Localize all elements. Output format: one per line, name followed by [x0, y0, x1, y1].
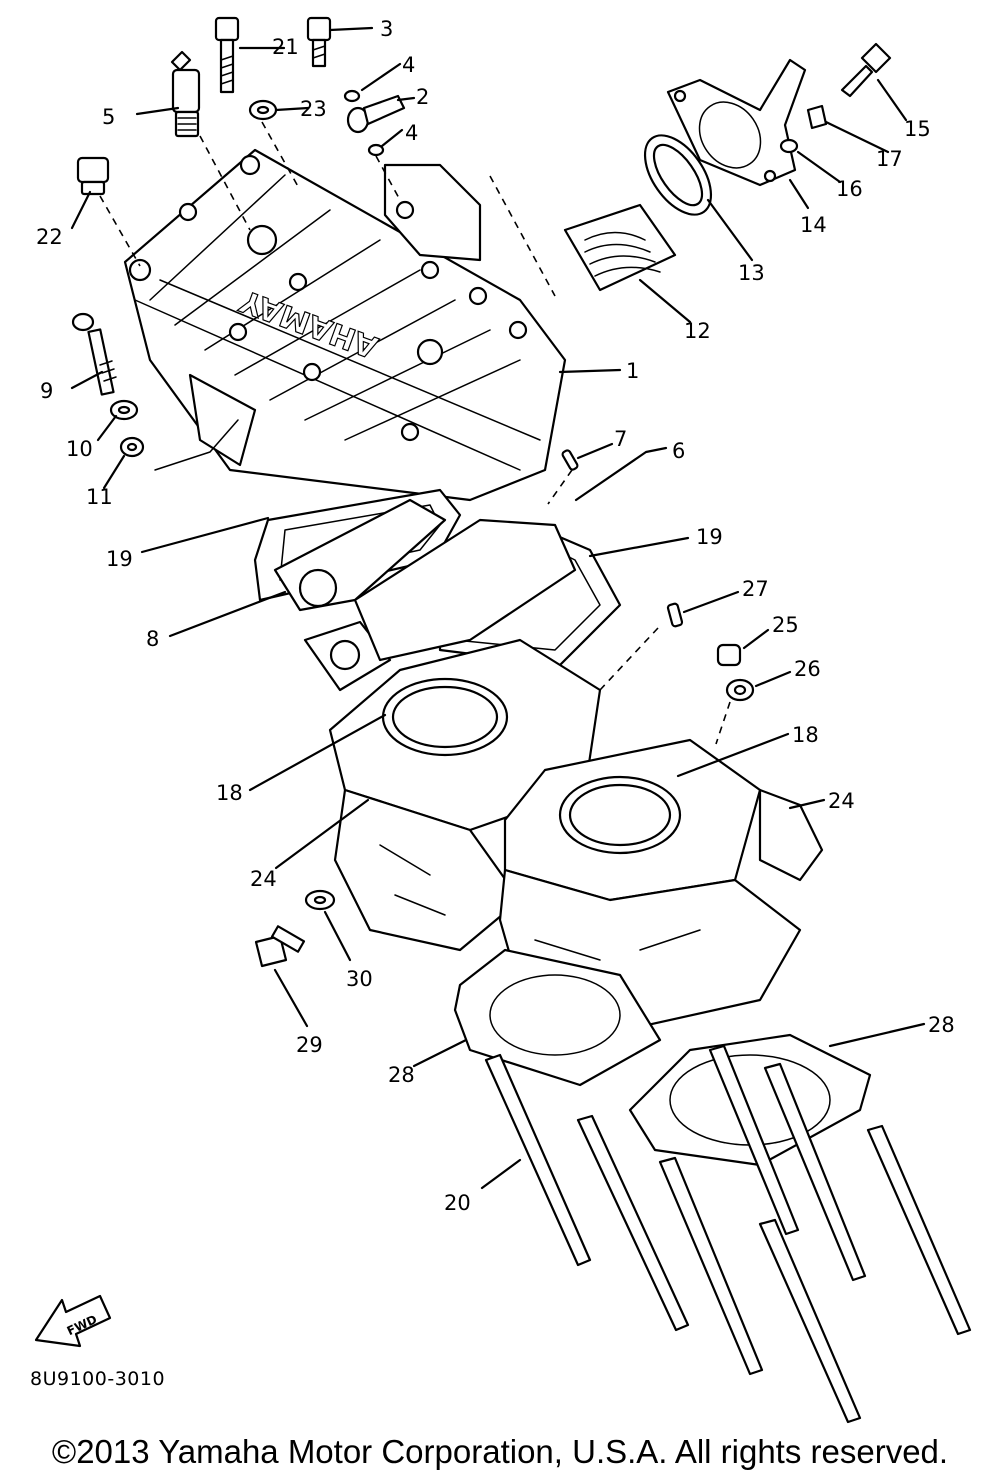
- dowel-pin-7: [561, 449, 579, 471]
- bolt-15: [840, 42, 892, 98]
- callout-24-front: 24: [828, 789, 855, 813]
- bolt-21: [214, 16, 240, 94]
- thermostat-cover-14: [666, 58, 807, 187]
- bolt-3: [306, 16, 332, 68]
- callout-27: 27: [742, 577, 769, 601]
- callout-17: 17: [876, 147, 903, 171]
- callout-21: 21: [272, 35, 299, 59]
- callout-6: 6: [672, 439, 685, 463]
- bolt-9: [71, 312, 117, 396]
- callout-19-left: 19: [106, 547, 133, 571]
- bolt-29: [254, 925, 306, 968]
- exhaust-gasket: [303, 620, 392, 692]
- nut-11: [119, 436, 145, 458]
- copyright-notice: ©2013 Yamaha Motor Corporation, U.S.A. A…: [51, 1433, 949, 1470]
- callout-11: 11: [86, 485, 113, 509]
- washer-10: [109, 399, 139, 421]
- callout-16: 16: [836, 177, 863, 201]
- cylinder-head: YAMAHA: [123, 148, 567, 502]
- callout-29: 29: [296, 1033, 323, 1057]
- callout-9: 9: [40, 379, 53, 403]
- callout-28-left: 28: [388, 1063, 415, 1087]
- callout-30: 30: [346, 967, 373, 991]
- callout-12: 12: [684, 319, 711, 343]
- callout-23: 23: [300, 97, 327, 121]
- callout-14: 14: [800, 213, 827, 237]
- callout-4: 4: [402, 53, 415, 77]
- exhaust-plate: [353, 518, 577, 662]
- callout-labels: 1 2 3 4 4 5 6 7 8 9 10 11 12 13 14 15 16…: [36, 17, 955, 1215]
- gasket-13: [643, 134, 713, 216]
- leader-lines: [70, 26, 926, 1190]
- callout-28-right: 28: [928, 1013, 955, 1037]
- dowel-pin-27: [666, 602, 684, 628]
- callout-2: 2: [416, 85, 429, 109]
- callout-4b: 4: [405, 121, 418, 145]
- base-gasket-28-right: [628, 1033, 872, 1167]
- callout-25: 25: [772, 613, 799, 637]
- callout-19-right: 19: [696, 525, 723, 549]
- thermostat-12: [563, 203, 677, 292]
- callout-26: 26: [794, 657, 821, 681]
- washer-16: [779, 138, 799, 154]
- callout-8: 8: [146, 627, 159, 651]
- callout-3: 3: [380, 17, 393, 41]
- callout-7: 7: [614, 427, 627, 451]
- callout-1: 1: [626, 359, 639, 383]
- washer-23: [248, 99, 278, 121]
- base-gasket-28-left: [453, 948, 662, 1087]
- drain-plug-22: [76, 156, 110, 196]
- callout-18-rear: 18: [216, 781, 243, 805]
- part-25: [716, 643, 742, 667]
- callout-22: 22: [36, 225, 63, 249]
- callout-5: 5: [102, 105, 115, 129]
- callout-18-front: 18: [792, 723, 819, 747]
- fitting-2: [343, 89, 406, 157]
- spark-plug: [170, 50, 201, 138]
- nut-26: [725, 678, 755, 702]
- washer-30: [304, 889, 336, 911]
- gasket-8: [273, 498, 447, 612]
- alignment-lines: [99, 121, 731, 745]
- studs-20: [484, 1044, 972, 1424]
- callout-20: 20: [444, 1191, 471, 1215]
- callout-24-rear: 24: [250, 867, 277, 891]
- drawing-code: 8U9100-3010: [30, 1368, 166, 1390]
- clamp-17: [806, 104, 828, 130]
- forward-arrow-icon: FWD: [34, 1294, 112, 1348]
- callout-15: 15: [904, 117, 931, 141]
- callout-10: 10: [66, 437, 93, 461]
- cylinder-rear: [328, 638, 602, 952]
- callout-13: 13: [738, 261, 765, 285]
